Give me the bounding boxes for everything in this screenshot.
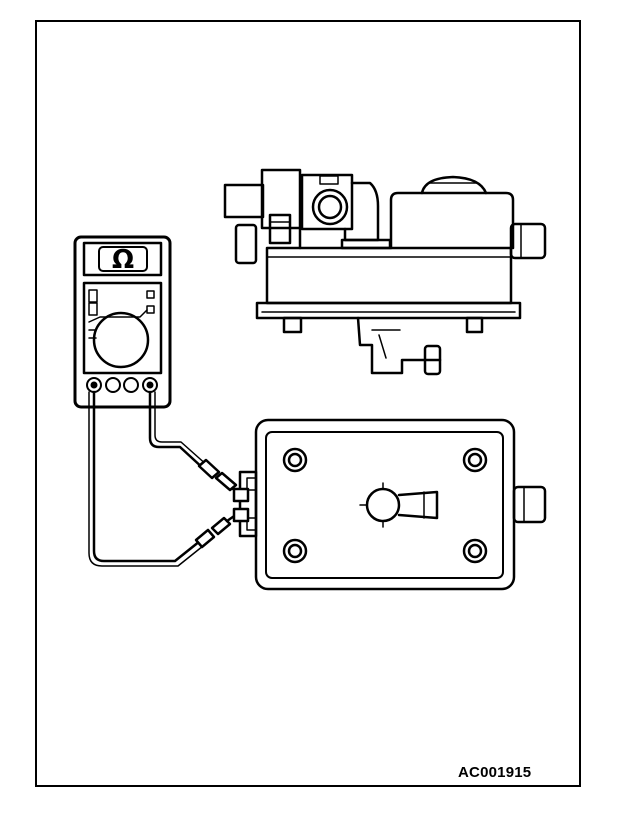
meter-jacks <box>86 377 158 393</box>
ohm-symbol: Ω <box>112 245 134 275</box>
mounting-holes <box>282 447 488 564</box>
connector-icon <box>232 470 258 538</box>
test-leads <box>88 390 245 567</box>
figure-reference-code: AC001915 <box>458 764 532 781</box>
vacuum-switch-side-view <box>223 168 547 376</box>
meter-dial <box>92 311 150 369</box>
vacuum-switch-top-view <box>254 418 547 591</box>
figure-frame <box>35 20 581 787</box>
ohmmeter-icon: Ω <box>73 235 172 409</box>
